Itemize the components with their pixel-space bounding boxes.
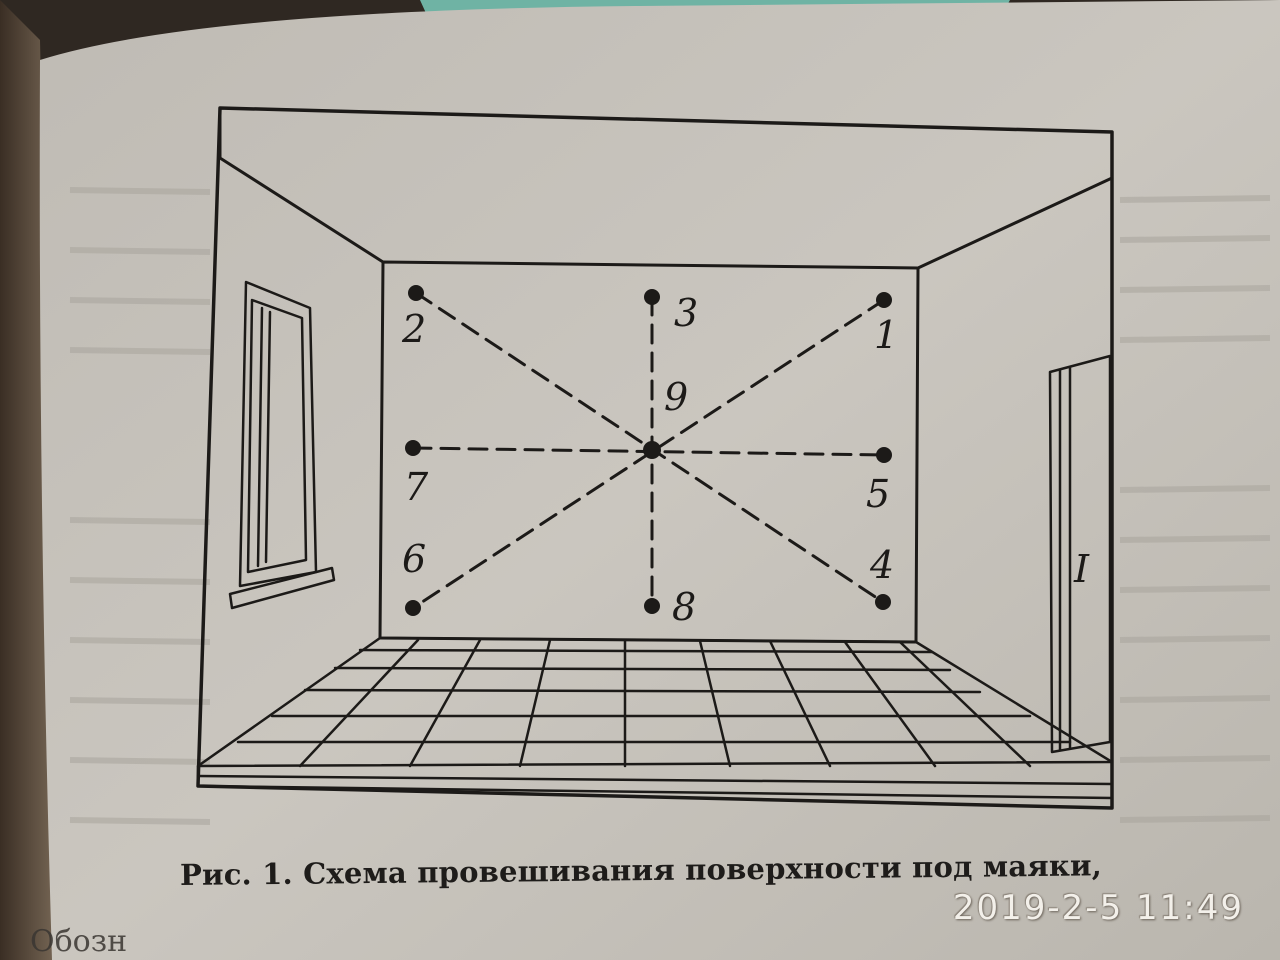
floor-tiles — [196, 636, 1114, 810]
label-point-9: 9 — [664, 375, 688, 419]
point-8 — [644, 598, 660, 614]
label-point-4: 4 — [869, 543, 894, 587]
label-point-6: 6 — [402, 537, 426, 581]
point-3 — [644, 289, 660, 305]
point-5 — [876, 447, 892, 463]
point-9 — [643, 441, 661, 459]
label-point-8: 8 — [672, 585, 696, 629]
next-line-fragment: Обозн — [30, 924, 128, 959]
label-point-7: 7 — [404, 465, 429, 509]
beacon-points — [405, 285, 892, 616]
ceiling-edge-left — [218, 156, 385, 264]
label-point-5: 5 — [866, 472, 890, 516]
door-right-wall — [1048, 354, 1112, 754]
point-7 — [405, 440, 421, 456]
point-1 — [876, 292, 892, 308]
point-2 — [408, 285, 424, 301]
label-point-3: 3 — [674, 291, 698, 335]
ceiling-edge-right — [916, 176, 1114, 270]
window-left-wall — [228, 280, 336, 610]
point-6 — [405, 600, 421, 616]
photo-timestamp: 2019-2-5 11:49 — [952, 888, 1244, 928]
label-point-1: 1 — [874, 313, 898, 357]
label-point-2: 2 — [401, 307, 426, 351]
door-mark: I — [1073, 547, 1090, 591]
point-4 — [875, 594, 891, 610]
